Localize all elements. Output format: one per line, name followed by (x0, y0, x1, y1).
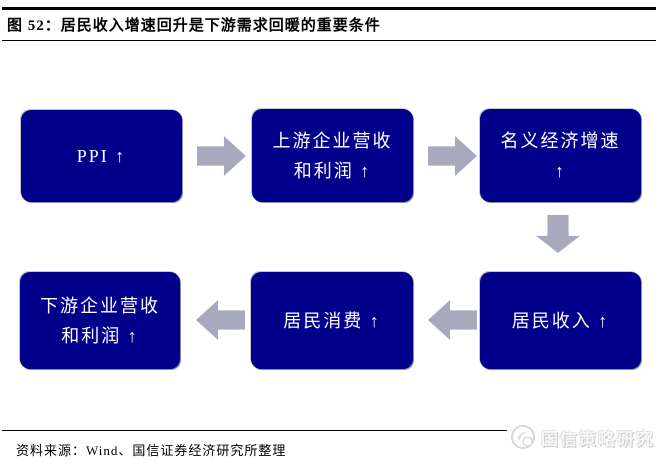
node-label-line2: 和利润 ↑ (293, 160, 372, 181)
arrow-left-icon (428, 300, 477, 340)
footer-rule (2, 430, 656, 431)
node-label-line1: 名义经济增速 (500, 130, 621, 151)
title-top-rule (2, 7, 656, 10)
node-label-line1: 上游企业营收 (272, 130, 393, 151)
title-bottom-rule (2, 40, 656, 41)
source-note: 资料来源：Wind、国信证券经济研究所整理 (16, 443, 287, 458)
arrow-left-icon (196, 300, 245, 340)
brand-watermark: 国信策略研究 (507, 422, 658, 452)
flow-node-nominal-gdp: 名义经济增速 ↑ (480, 109, 641, 202)
watermark-label: 国信策略研究 (541, 429, 655, 449)
flow-node-ppi: PPI ↑ (21, 110, 182, 202)
guosen-logo-icon (511, 425, 535, 449)
node-label-line2: ↑ (555, 160, 566, 181)
node-label-line1: 下游企业营收 (40, 295, 160, 316)
figure-title: 图 52：居民收入增速回升是下游需求回暖的重要条件 (7, 18, 381, 34)
flow-node-upstream: 上游企业营收 和利润 ↑ (252, 109, 413, 202)
arrow-down-icon (536, 215, 580, 253)
node-label: PPI ↑ (76, 146, 127, 166)
node-label: 居民收入 ↑ (511, 310, 610, 331)
flow-node-income: 居民收入 ↑ (480, 272, 641, 369)
node-label-line2: 和利润 ↑ (61, 325, 139, 346)
flow-node-consumption: 居民消费 ↑ (251, 272, 413, 369)
node-label: 居民消费 ↑ (283, 310, 381, 331)
arrow-right-icon (197, 136, 246, 176)
flow-node-downstream: 下游企业营收 和利润 ↑ (20, 272, 180, 369)
arrow-right-icon (428, 136, 477, 176)
